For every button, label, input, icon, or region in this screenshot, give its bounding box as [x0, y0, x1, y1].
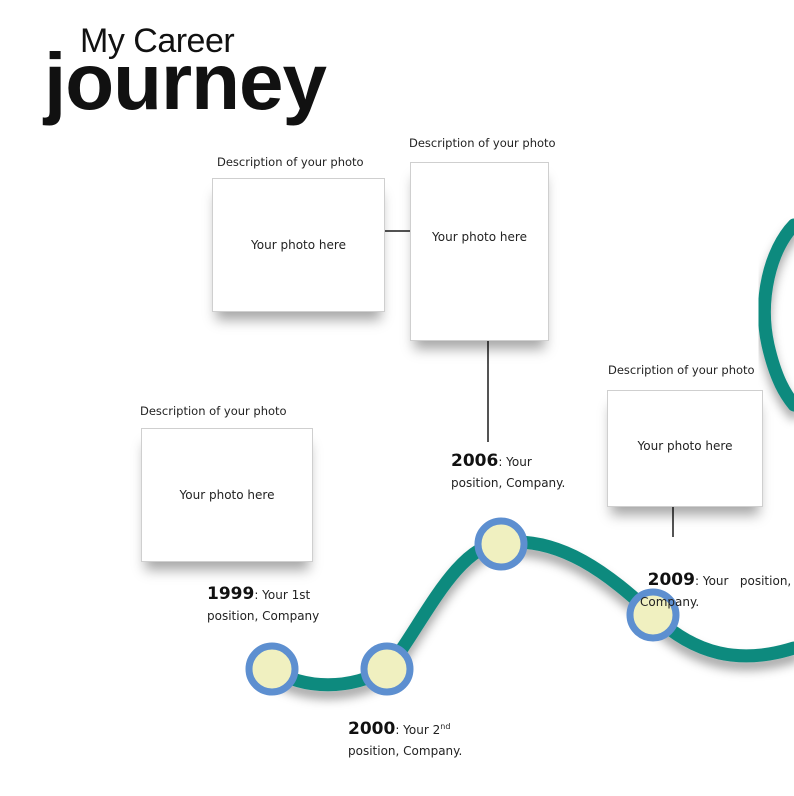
photo-2-label: Your photo here	[432, 230, 527, 244]
milestone-year: 2000	[348, 719, 396, 739]
milestone-node-2000	[360, 642, 414, 696]
milestone-year: 2009	[647, 570, 695, 590]
photo-4-description: Description of your photo	[608, 363, 755, 377]
milestone-2000: 2000: Your 2nd position, Company.	[348, 716, 462, 762]
milestone-text-line2: position, Company	[207, 609, 320, 623]
milestone-text-line2: Company.	[640, 595, 700, 609]
milestone-text-line2: position, Company.	[451, 476, 566, 490]
photo-4-placeholder: Your photo here	[607, 390, 763, 507]
photo-1-placeholder: Your photo here	[212, 178, 385, 312]
milestone-text-line1: : Your 2	[395, 723, 441, 737]
photo-3-placeholder: Your photo here	[141, 428, 313, 562]
timeline-curve-top	[757, 218, 794, 412]
milestone-node-1999	[245, 642, 299, 696]
milestone-1999: 1999: Your 1st position, Company	[207, 584, 319, 627]
milestone-text-line1: : Your	[498, 455, 532, 469]
milestone-year: 2006	[451, 451, 499, 471]
photo-1-description: Description of your photo	[217, 155, 364, 169]
photo-3-label: Your photo here	[179, 488, 275, 502]
milestone-superscript: nd	[440, 722, 451, 731]
photo-3-description: Description of your photo	[140, 404, 287, 418]
milestone-text-line1: : Your 1st	[254, 588, 311, 602]
milestone-text-line2: position, Company.	[348, 744, 463, 758]
title-line-1: My Career	[80, 22, 235, 60]
milestone-2006: 2006: Your position, Company.	[451, 451, 565, 494]
milestone-node-2009	[626, 588, 680, 642]
title-line-2: journey	[44, 37, 327, 126]
photo-2-placeholder: Your photo here	[410, 162, 549, 341]
photo-2-description: Description of your photo	[409, 136, 556, 150]
photo-1-label: Your photo here	[251, 238, 346, 252]
milestone-text-line1: : Your position,	[694, 574, 792, 588]
milestone-2009: 2009: Your position, Company.	[640, 549, 791, 613]
photo-4-label: Your photo here	[637, 439, 733, 453]
milestone-year: 1999	[207, 584, 255, 604]
milestone-node-2006	[474, 517, 528, 571]
